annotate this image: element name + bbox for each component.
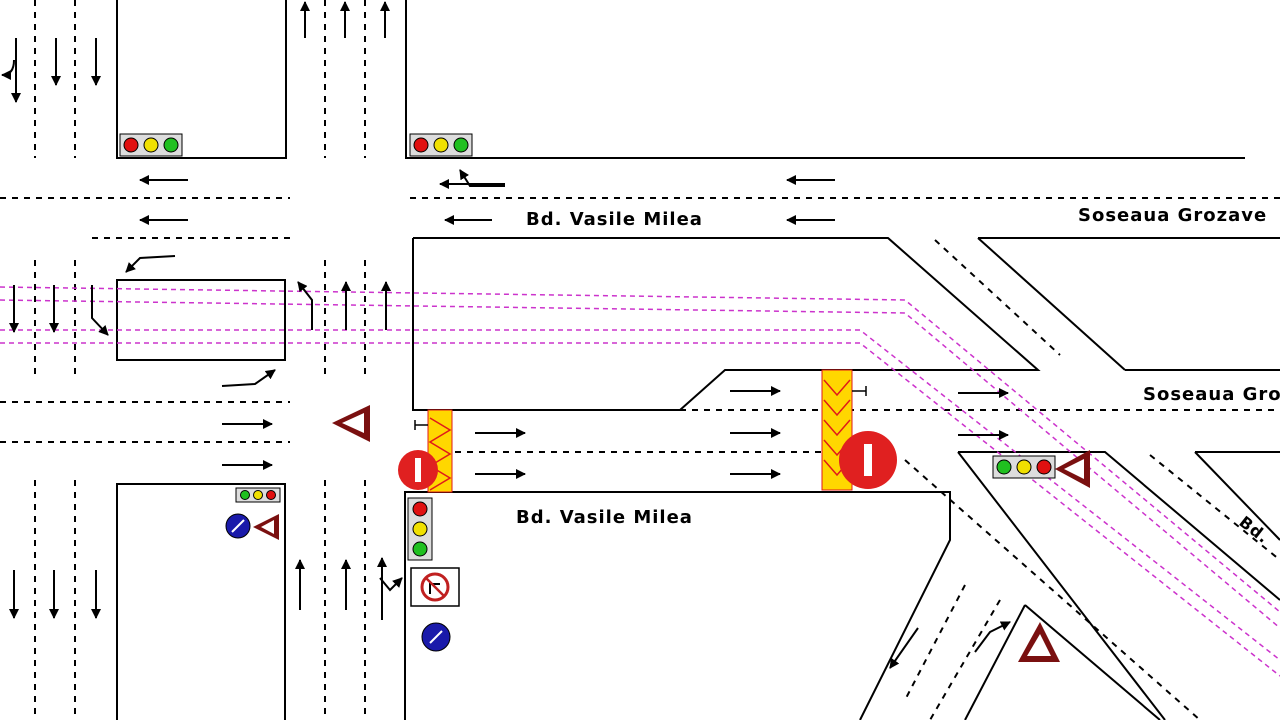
traffic-light-icon bbox=[409, 133, 473, 157]
yield-sign-icon bbox=[253, 514, 279, 540]
yield-sign-icon bbox=[1055, 450, 1090, 488]
info-sign-icon bbox=[225, 513, 251, 539]
priority-sign-icon bbox=[398, 450, 438, 490]
yield-sign-icon bbox=[1018, 622, 1060, 662]
yield-sign-icon bbox=[332, 405, 370, 442]
traffic-light-icon bbox=[235, 487, 281, 503]
info-sign-icon bbox=[421, 622, 451, 652]
street-label-grozavesti-mid: Soseaua Gro bbox=[1143, 384, 1280, 405]
traffic-light-icon bbox=[407, 497, 433, 561]
central-island bbox=[412, 237, 1041, 411]
direction-arrows bbox=[1, 1, 1011, 669]
traffic-light-icon bbox=[992, 455, 1056, 479]
street-label-vasile-milea-lower: Bd. Vasile Milea bbox=[516, 507, 693, 528]
priority-sign-icon bbox=[839, 431, 897, 489]
street-label-diagonal: Bd. bbox=[1236, 512, 1273, 547]
island-right bbox=[958, 451, 1280, 601]
block-lower-left bbox=[116, 483, 286, 720]
block-top-left bbox=[116, 0, 287, 159]
island-bottom bbox=[1024, 604, 1161, 720]
block-lower-center bbox=[404, 491, 951, 720]
stop-marks bbox=[414, 386, 867, 430]
street-label-grozavesti-top: Soseaua Grozave bbox=[1078, 205, 1267, 226]
median-left bbox=[116, 279, 286, 361]
curbs bbox=[116, 0, 1280, 720]
block-top-right bbox=[405, 0, 1245, 159]
traffic-light-icon bbox=[119, 133, 183, 157]
no-left-turn-sign-icon bbox=[410, 567, 460, 607]
street-label-vasile-milea-upper: Bd. Vasile Milea bbox=[526, 209, 703, 230]
